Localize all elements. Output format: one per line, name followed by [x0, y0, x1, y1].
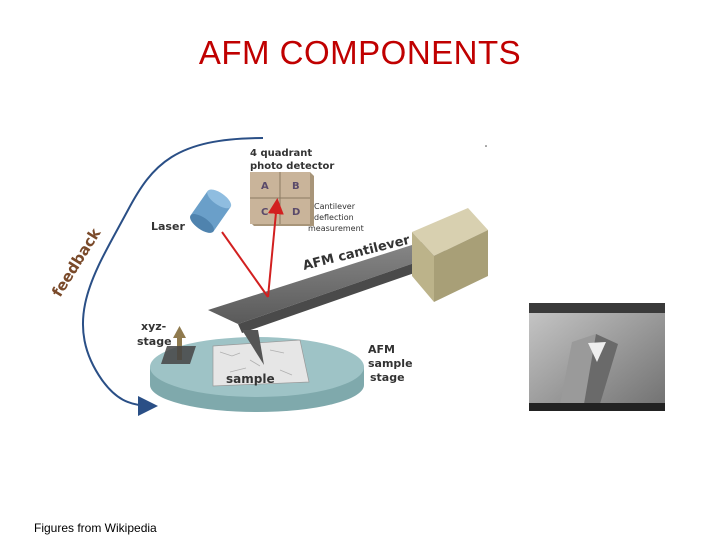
sem-micrograph-image — [529, 303, 665, 411]
feedback-label: feedback — [48, 224, 105, 300]
sample-stage-label: AFM sample stage — [368, 343, 416, 384]
figure-caption: Figures from Wikipedia — [34, 521, 157, 535]
xyz-stage-icon — [161, 326, 196, 364]
photo-detector — [250, 172, 314, 226]
laser-label: Laser — [151, 220, 185, 233]
quadrant-d: D — [292, 207, 300, 218]
quadrant-c: C — [261, 207, 268, 218]
sample-label: sample — [226, 372, 275, 386]
deflection-label: Cantilever deflection measurement — [308, 202, 364, 233]
laser-beam-incident — [221, 231, 269, 298]
sample — [212, 339, 310, 387]
laser-beam-reflected — [267, 198, 284, 298]
xyz-stage-label: xyz- stage — [137, 320, 172, 348]
feedback-arrow — [81, 137, 264, 416]
quadrant-b: B — [292, 181, 300, 192]
cantilever-base — [412, 208, 488, 302]
laser-source — [189, 189, 232, 233]
slide-title: AFM COMPONENTS — [198, 34, 522, 71]
cantilever — [208, 236, 446, 365]
detector-label: 4 quadrant photo detector — [250, 148, 334, 172]
quadrant-a: A — [261, 181, 269, 192]
